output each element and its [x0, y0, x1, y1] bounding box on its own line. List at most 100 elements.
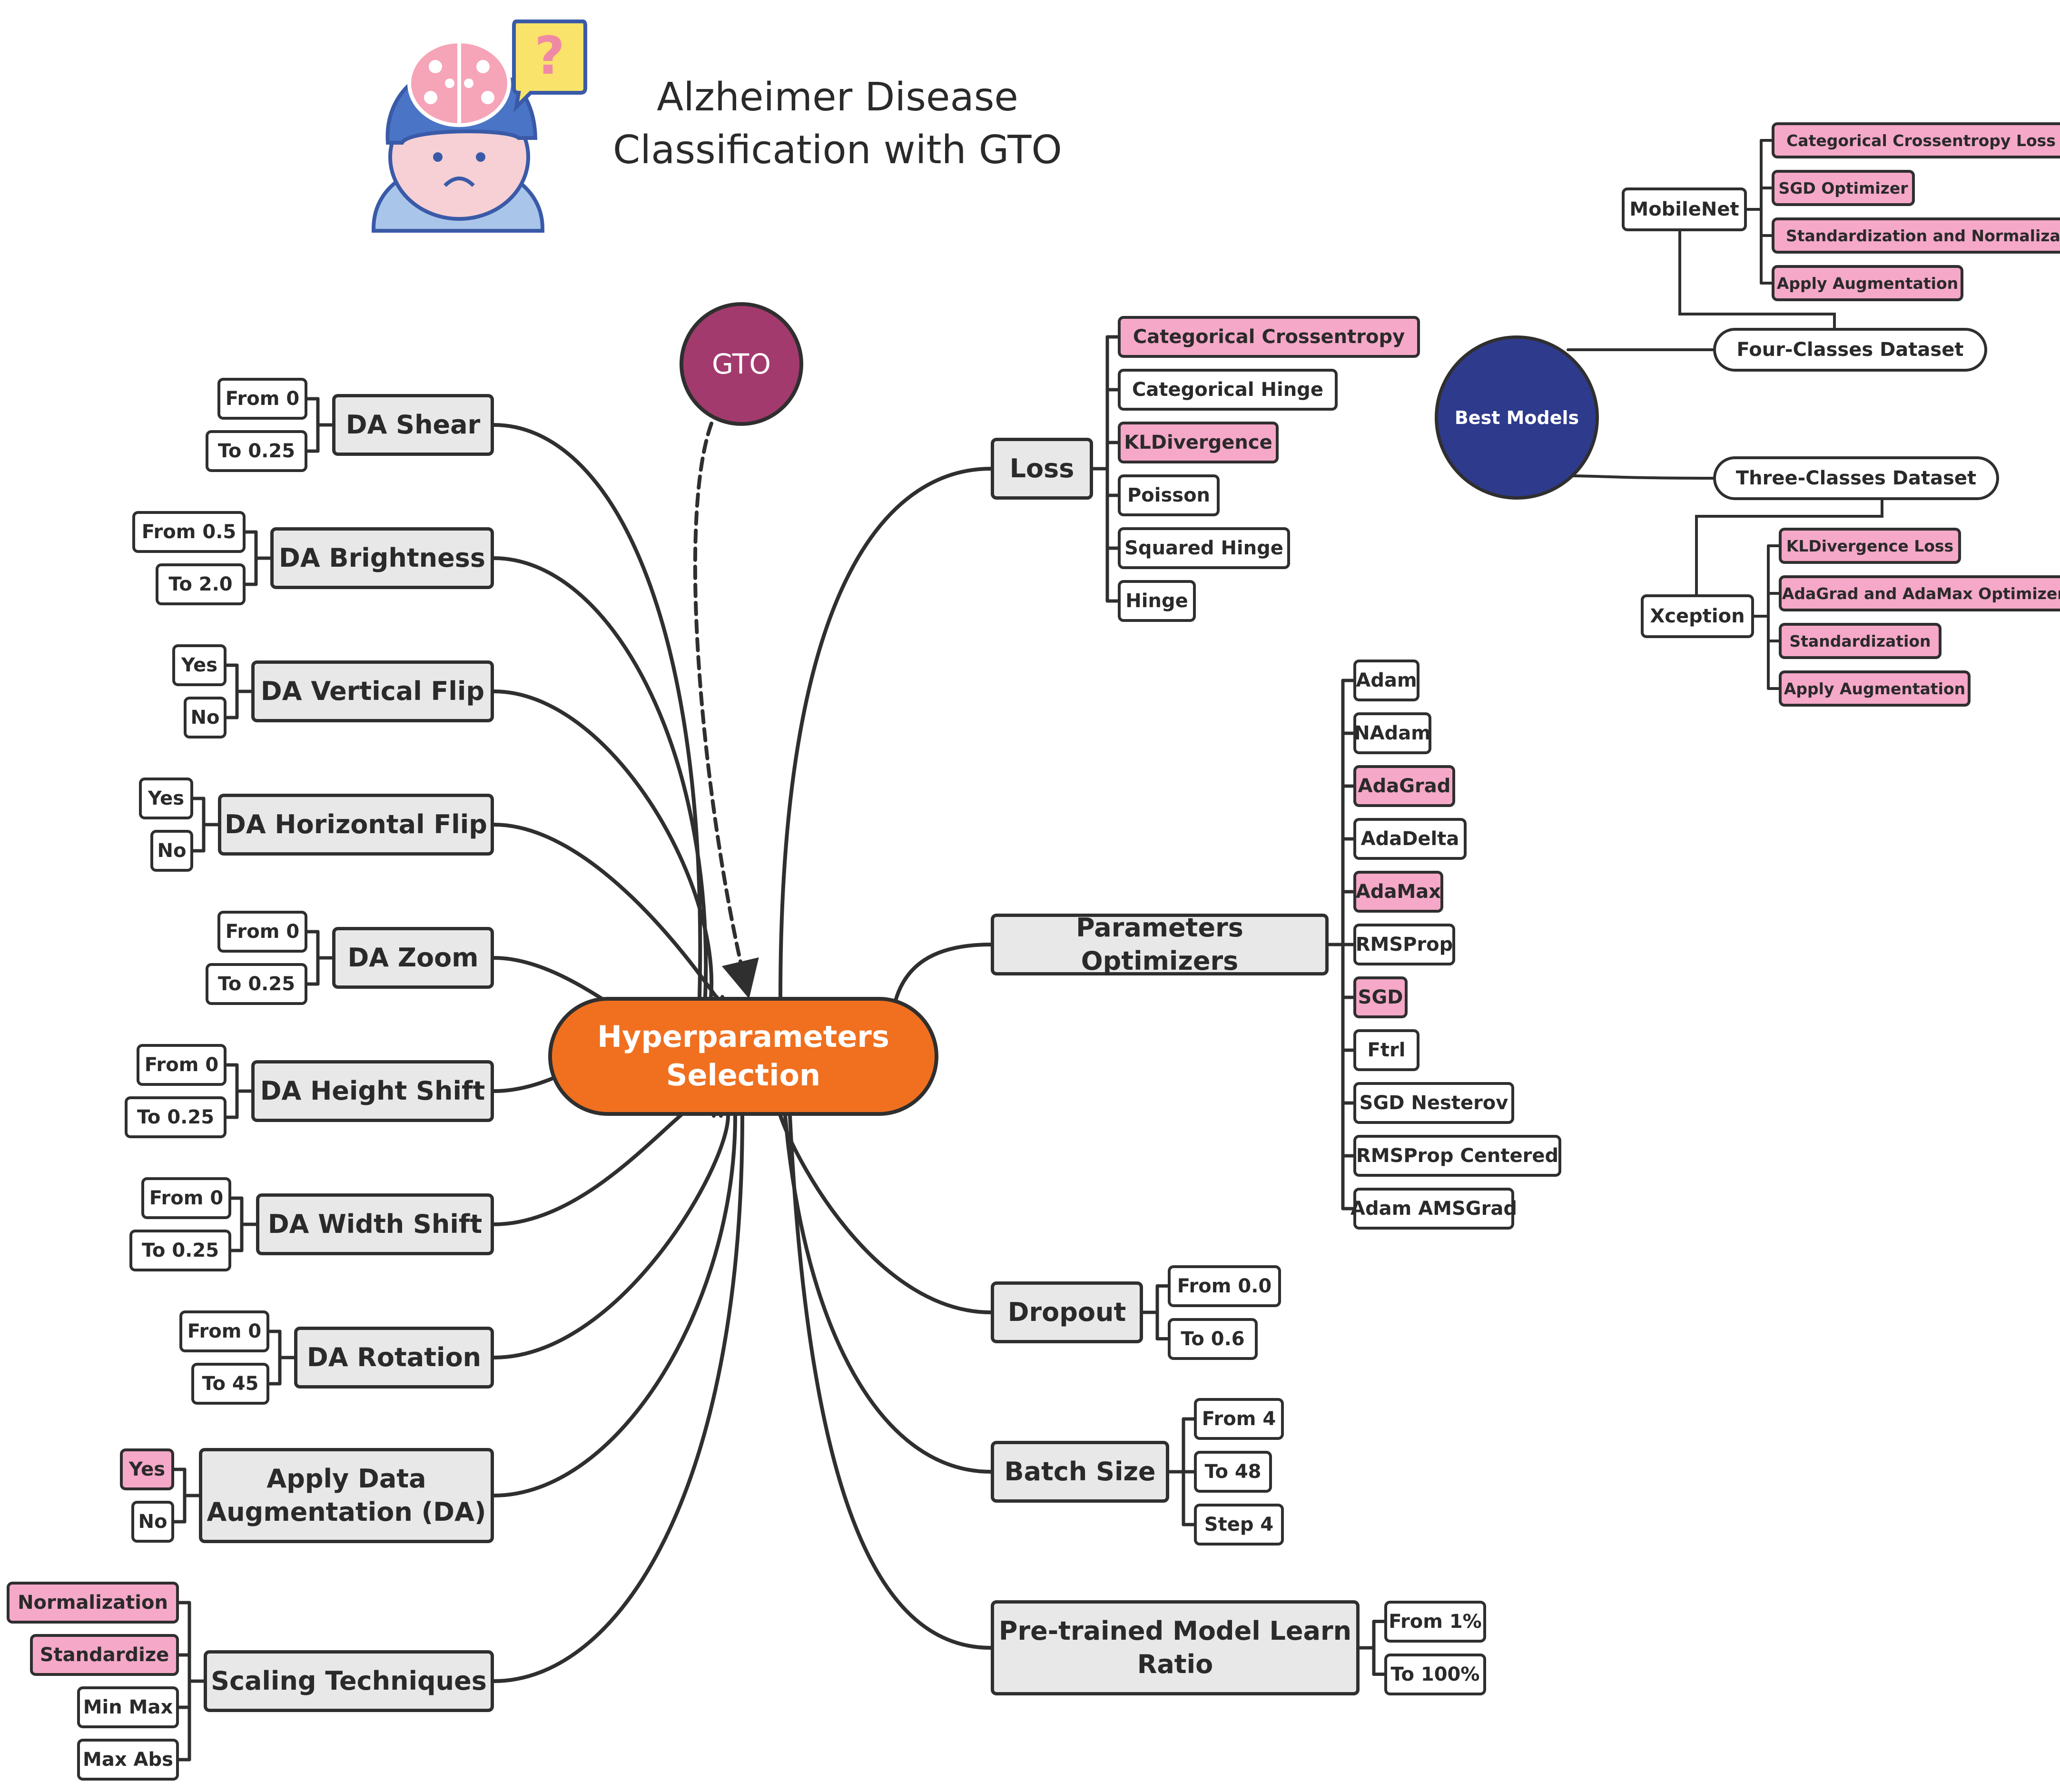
option-batch-size-step-4-label: Step 4 [1204, 1514, 1274, 1536]
option-parameters-optimizers-ftrl[interactable]: Ftrl [1353, 1029, 1419, 1071]
branch-da-rotation[interactable]: DA Rotation [294, 1327, 494, 1388]
branch-apply-data-augmentation-da[interactable]: Apply Data Augmentation (DA) [199, 1448, 494, 1543]
model-mobilenet[interactable]: MobileNet [1622, 187, 1747, 231]
option-apply-data-augmentation-da-yes[interactable]: Yes [120, 1448, 174, 1490]
option-da-rotation-from-0[interactable]: From 0 [179, 1310, 269, 1352]
option-loss-squared-hinge-label: Squared Hinge [1124, 537, 1283, 559]
setting-mobilenet-standardization-and-normalization[interactable]: Standardization and Normalization [1772, 217, 2060, 254]
option-da-height-shift-from-0[interactable]: From 0 [137, 1044, 227, 1086]
option-loss-kldivergence-label: KLDivergence [1124, 432, 1272, 453]
option-da-horizontal-flip-no-label: No [157, 840, 187, 862]
option-loss-kldivergence[interactable]: KLDivergence [1118, 422, 1279, 463]
option-parameters-optimizers-adamax[interactable]: AdaMax [1353, 871, 1443, 913]
option-apply-data-augmentation-da-no[interactable]: No [131, 1501, 174, 1543]
option-parameters-optimizers-sgd-nesterov-label: SGD Nesterov [1359, 1092, 1508, 1114]
branch-scaling-techniques[interactable]: Scaling Techniques [204, 1650, 494, 1712]
option-parameters-optimizers-rmsprop[interactable]: RMSProp [1353, 924, 1455, 965]
option-batch-size-step-4[interactable]: Step 4 [1194, 1504, 1284, 1546]
option-batch-size-from-4[interactable]: From 4 [1194, 1398, 1284, 1440]
setting-xception-kldivergence-loss[interactable]: KLDivergence Loss [1779, 528, 1961, 564]
option-parameters-optimizers-sgd[interactable]: SGD [1353, 976, 1408, 1018]
setting-xception-apply-augmentation[interactable]: Apply Augmentation [1779, 670, 1971, 707]
option-scaling-techniques-normalization[interactable]: Normalization [7, 1582, 179, 1624]
setting-xception-standardization[interactable]: Standardization [1779, 623, 1942, 659]
dataset-four-classes-dataset[interactable]: Four-Classes Dataset [1713, 328, 1987, 372]
option-parameters-optimizers-adagrad[interactable]: AdaGrad [1353, 765, 1455, 807]
option-dropout-to-0-6[interactable]: To 0.6 [1168, 1318, 1258, 1360]
option-da-zoom-to-0-25-label: To 0.25 [217, 973, 296, 995]
option-pre-trained-model-learn-ratio-from-1[interactable]: From 1% [1384, 1600, 1486, 1643]
option-da-rotation-to-45-label: To 45 [202, 1373, 259, 1395]
branch-da-width-shift-label: DA Width Shift [267, 1209, 483, 1239]
option-da-horizontal-flip-no[interactable]: No [150, 830, 193, 872]
option-loss-poisson[interactable]: Poisson [1118, 474, 1220, 516]
branch-da-zoom[interactable]: DA Zoom [332, 927, 494, 989]
option-da-height-shift-to-0-25[interactable]: To 0.25 [125, 1096, 227, 1138]
option-da-width-shift-to-0-25[interactable]: To 0.25 [129, 1230, 231, 1271]
page-title-line-1: Alzheimer Disease [657, 75, 1018, 120]
branch-da-vertical-flip[interactable]: DA Vertical Flip [251, 660, 494, 722]
option-scaling-techniques-min-max[interactable]: Min Max [77, 1686, 179, 1728]
setting-xception-adagrad-and-adamax-optimizers-label: AdaGrad and AdaMax Optimizers [1782, 584, 2060, 603]
option-parameters-optimizers-sgd-nesterov[interactable]: SGD Nesterov [1353, 1082, 1514, 1124]
branch-da-brightness[interactable]: DA Brightness [270, 527, 494, 589]
option-parameters-optimizers-rmsprop-centered[interactable]: RMSProp Centered [1353, 1135, 1561, 1177]
branch-pre-trained-model-learn-ratio-label: Pre-trained Model Learn Ratio [998, 1615, 1352, 1679]
setting-mobilenet-apply-augmentation-label: Apply Augmentation [1776, 274, 1959, 293]
option-batch-size-to-48[interactable]: To 48 [1194, 1451, 1272, 1493]
option-da-rotation-to-45[interactable]: To 45 [191, 1363, 269, 1405]
option-da-zoom-to-0-25[interactable]: To 0.25 [206, 963, 307, 1005]
branch-da-shear[interactable]: DA Shear [332, 394, 494, 456]
setting-xception-adagrad-and-adamax-optimizers[interactable]: AdaGrad and AdaMax Optimizers [1779, 575, 2060, 611]
option-da-horizontal-flip-yes[interactable]: Yes [139, 778, 193, 819]
option-da-width-shift-from-0-label: From 0 [149, 1187, 224, 1209]
option-pre-trained-model-learn-ratio-from-1-label: From 1% [1389, 1610, 1482, 1633]
branch-da-horizontal-flip-label: DA Horizontal Flip [225, 809, 487, 839]
option-loss-categorical-crossentropy-label: Categorical Crossentropy [1133, 326, 1405, 348]
option-scaling-techniques-max-abs[interactable]: Max Abs [77, 1739, 179, 1781]
dataset-three-classes-dataset[interactable]: Three-Classes Dataset [1713, 456, 1999, 500]
branch-parameters-optimizers[interactable]: Parameters Optimizers [991, 913, 1329, 976]
option-dropout-from-0-0[interactable]: From 0.0 [1168, 1265, 1281, 1307]
branch-loss[interactable]: Loss [991, 438, 1093, 500]
branch-batch-size[interactable]: Batch Size [991, 1441, 1169, 1503]
setting-mobilenet-sgd-optimizer[interactable]: SGD Optimizer [1772, 170, 1915, 206]
branch-loss-label: Loss [1009, 453, 1074, 483]
option-loss-hinge[interactable]: Hinge [1118, 580, 1196, 622]
branch-da-height-shift[interactable]: DA Height Shift [251, 1060, 494, 1122]
setting-mobilenet-categorical-crossentropy-loss[interactable]: Categorical Crossentropy Loss [1772, 122, 2060, 158]
option-da-zoom-from-0[interactable]: From 0 [217, 911, 307, 953]
setting-mobilenet-apply-augmentation[interactable]: Apply Augmentation [1772, 265, 1963, 301]
option-da-shear-to-0-25[interactable]: To 0.25 [206, 430, 307, 472]
best-models-node[interactable]: Best Models [1435, 335, 1599, 500]
option-da-vertical-flip-yes[interactable]: Yes [172, 644, 227, 686]
option-parameters-optimizers-nadam[interactable]: NAdam [1353, 712, 1431, 754]
connector-batch-size [783, 1114, 993, 1474]
option-da-brightness-from-0-5[interactable]: From 0.5 [132, 511, 246, 553]
branch-dropout[interactable]: Dropout [991, 1281, 1143, 1343]
branch-pre-trained-model-learn-ratio[interactable]: Pre-trained Model Learn Ratio [991, 1600, 1360, 1695]
option-parameters-optimizers-adadelta[interactable]: AdaDelta [1353, 818, 1467, 860]
option-pre-trained-model-learn-ratio-to-100[interactable]: To 100% [1384, 1653, 1486, 1695]
option-da-vertical-flip-no[interactable]: No [184, 697, 227, 738]
branch-batch-size-label: Batch Size [1004, 1456, 1156, 1487]
option-loss-squared-hinge[interactable]: Squared Hinge [1118, 527, 1290, 569]
option-da-shear-from-0[interactable]: From 0 [217, 378, 307, 420]
option-parameters-optimizers-adam[interactable]: Adam [1353, 660, 1419, 701]
option-da-width-shift-from-0[interactable]: From 0 [141, 1177, 231, 1219]
option-da-brightness-to-2-0[interactable]: To 2.0 [156, 563, 246, 605]
connector-pre-trained-model-learn-ratio [788, 1114, 993, 1650]
option-loss-categorical-hinge[interactable]: Categorical Hinge [1118, 369, 1338, 411]
option-da-shear-from-0-label: From 0 [225, 388, 300, 410]
option-parameters-optimizers-adam-amsgrad[interactable]: Adam AMSGrad [1350, 1188, 1517, 1230]
option-parameters-optimizers-adam-label: Adam [1356, 670, 1417, 691]
option-scaling-techniques-standardize[interactable]: Standardize [30, 1634, 179, 1676]
branch-da-horizontal-flip[interactable]: DA Horizontal Flip [218, 794, 494, 856]
model-xception[interactable]: Xception [1641, 594, 1754, 638]
gto-to-center-arrow [693, 422, 759, 999]
gto-node[interactable]: GTO [680, 302, 803, 426]
branch-da-width-shift[interactable]: DA Width Shift [256, 1193, 494, 1255]
option-loss-categorical-crossentropy[interactable]: Categorical Crossentropy [1118, 316, 1420, 358]
